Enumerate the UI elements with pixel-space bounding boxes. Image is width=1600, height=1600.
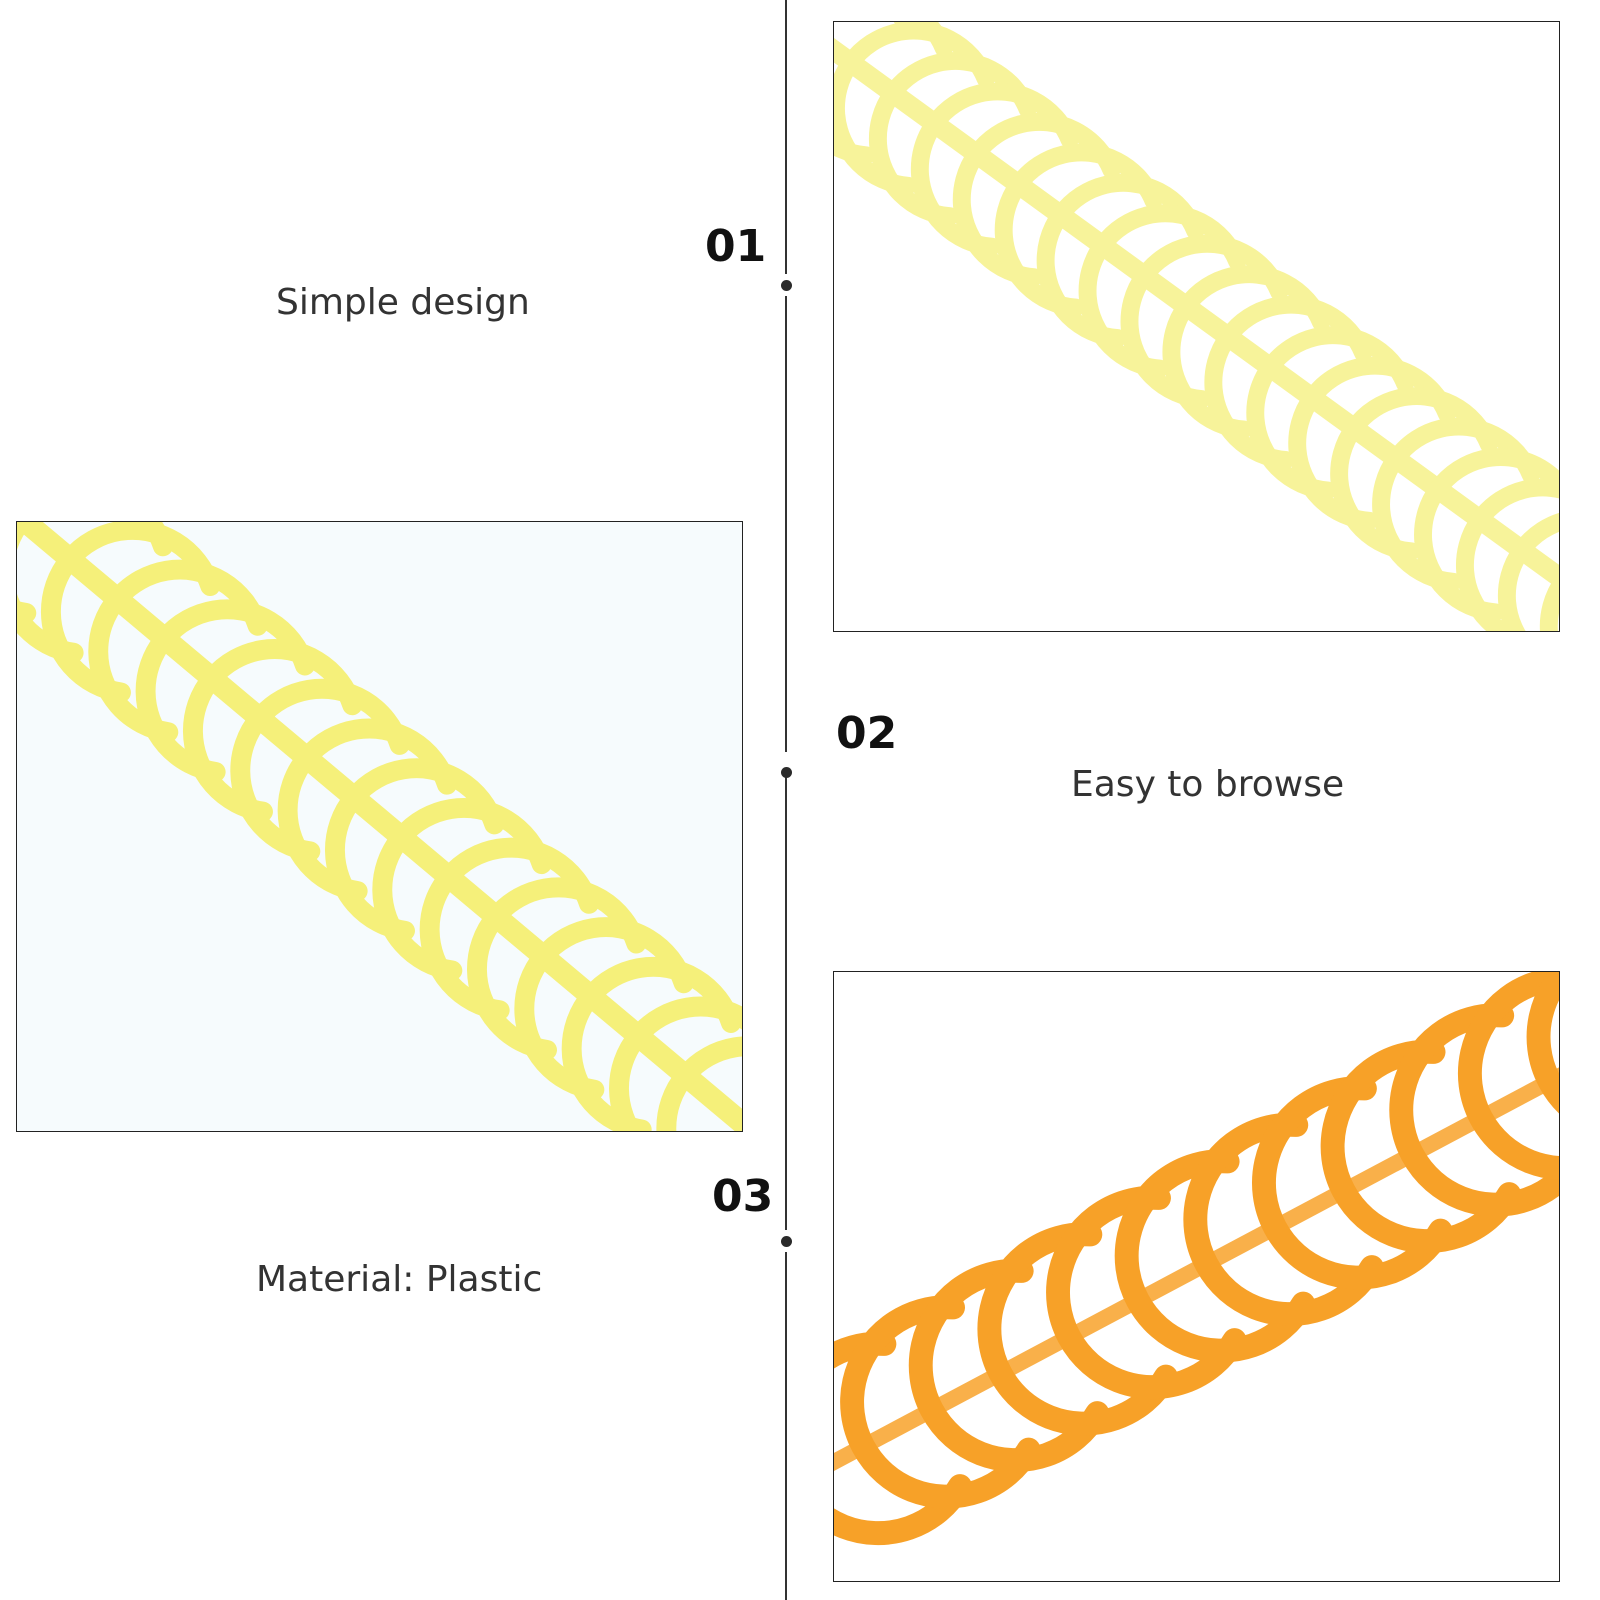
product-photo-yellow-comb bbox=[16, 521, 743, 1132]
comb-ring bbox=[1389, 1003, 1559, 1217]
comb-ring bbox=[1526, 972, 1559, 1144]
comb-ring bbox=[834, 1331, 972, 1546]
feature-number-03: 03 bbox=[712, 1171, 774, 1222]
comb-ring bbox=[277, 718, 457, 902]
comb-ring bbox=[1120, 234, 1289, 408]
timeline-dot-01 bbox=[781, 280, 792, 291]
timeline-dot-02 bbox=[781, 767, 792, 778]
comb-ring bbox=[1078, 204, 1247, 378]
comb-ring bbox=[419, 837, 599, 1021]
comb-ring bbox=[977, 1222, 1178, 1436]
comb-ring bbox=[561, 956, 741, 1131]
comb-ring bbox=[609, 996, 742, 1131]
comb-ring bbox=[1046, 1185, 1247, 1400]
comb-ring bbox=[952, 112, 1121, 287]
comb-ring bbox=[135, 599, 315, 782]
comb-ring bbox=[1114, 1149, 1316, 1363]
binding-comb-yellow-icon bbox=[17, 522, 742, 1131]
comb-ring bbox=[372, 797, 552, 981]
comb-ring bbox=[514, 917, 694, 1100]
comb-ring bbox=[1497, 509, 1559, 631]
comb-ring bbox=[1288, 356, 1456, 530]
product-photo-orange-comb bbox=[833, 971, 1560, 1582]
comb-ring bbox=[40, 522, 221, 703]
comb-ring bbox=[230, 678, 410, 862]
feature-caption-simple-design: Simple design bbox=[276, 282, 530, 323]
comb-ring bbox=[1162, 265, 1331, 439]
comb-ring bbox=[868, 52, 1037, 226]
comb-ring bbox=[17, 522, 173, 663]
comb-ring bbox=[1372, 417, 1540, 591]
comb-ring bbox=[1252, 1076, 1453, 1290]
comb-ring bbox=[88, 559, 268, 743]
comb-ring bbox=[1036, 173, 1205, 348]
comb-ring bbox=[1457, 972, 1559, 1181]
comb-ring bbox=[1183, 1112, 1384, 1327]
comb-ring bbox=[656, 1036, 742, 1131]
feature-number-01: 01 bbox=[705, 221, 767, 272]
comb-ring bbox=[1330, 387, 1498, 561]
comb-ring bbox=[1414, 448, 1559, 622]
comb-ring bbox=[910, 82, 1079, 256]
feature-caption-easy-to-browse: Easy to browse bbox=[1071, 764, 1345, 805]
comb-ring bbox=[908, 1258, 1110, 1473]
comb-ring bbox=[1320, 1039, 1522, 1254]
feature-caption-material: Material: Plastic bbox=[256, 1259, 543, 1300]
binding-comb-orange-icon bbox=[834, 972, 1559, 1546]
binding-comb-yellow-icon bbox=[834, 22, 1559, 631]
comb-ring bbox=[324, 758, 505, 941]
product-photo-yellow-comb-closeup bbox=[833, 21, 1560, 632]
timeline-dot-03 bbox=[781, 1236, 792, 1247]
comb-ring bbox=[1246, 326, 1414, 500]
comb-ring bbox=[1455, 478, 1559, 631]
comb-ring bbox=[840, 1295, 1041, 1509]
comb-ring bbox=[467, 877, 647, 1060]
feature-number-02: 02 bbox=[836, 708, 898, 759]
comb-ring bbox=[834, 22, 995, 195]
comb-ring bbox=[1204, 295, 1373, 469]
timeline-line bbox=[785, 0, 787, 1600]
comb-ring bbox=[182, 639, 363, 822]
comb-ring bbox=[994, 143, 1163, 317]
